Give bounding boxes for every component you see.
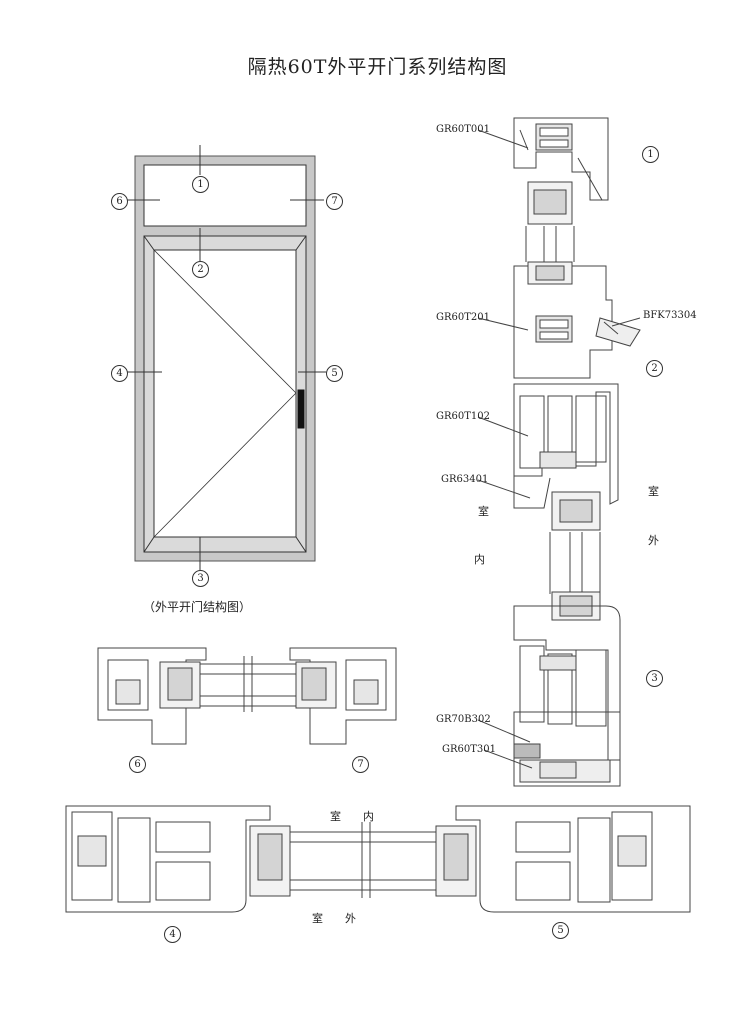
part-label-gr63401: GR63401 [441,474,489,485]
transom-section [97,647,397,745]
side-label-exterior-bottom: 室 外 [312,912,356,925]
side-label-interior-2: 内 [474,553,485,566]
side-label-interior-1: 室 [478,505,489,518]
part-label-gr60t301: GR60T301 [442,744,496,755]
callout-1-section: 1 [642,146,659,163]
door-caption: （外平开门结构图） [143,600,252,614]
callout-2-section: 2 [646,360,663,377]
horizontal-section [65,805,691,913]
side-label-interior-bottom: 室 内 [330,810,374,823]
callout-7-elevation: 7 [326,193,343,210]
callout-5-section: 5 [552,922,569,939]
callout-7-section: 7 [352,756,369,773]
callout-6-section: 6 [129,756,146,773]
part-label-gr60t102: GR60T102 [436,411,490,422]
part-label-bfk73304: BFK73304 [643,310,697,321]
side-label-exterior-2: 外 [648,534,659,547]
callout-5-elevation: 5 [326,365,343,382]
callout-1-elevation: 1 [192,176,209,193]
callout-4-elevation: 4 [111,365,128,382]
part-label-gr60t201: GR60T201 [436,312,490,323]
page-title: 隔热60T外平开门系列结构图 [247,56,508,78]
callout-4-section: 4 [164,926,181,943]
vertical-section [477,117,641,787]
callout-3-elevation: 3 [192,570,209,587]
callout-6-elevation: 6 [111,193,128,210]
callout-2-elevation: 2 [192,261,209,278]
part-label-gr60t001: GR60T001 [436,124,490,135]
callout-3-section: 3 [646,670,663,687]
side-label-exterior-1: 室 [648,485,659,498]
part-label-gr70b302: GR70B302 [436,714,491,725]
door-elevation [126,145,326,570]
